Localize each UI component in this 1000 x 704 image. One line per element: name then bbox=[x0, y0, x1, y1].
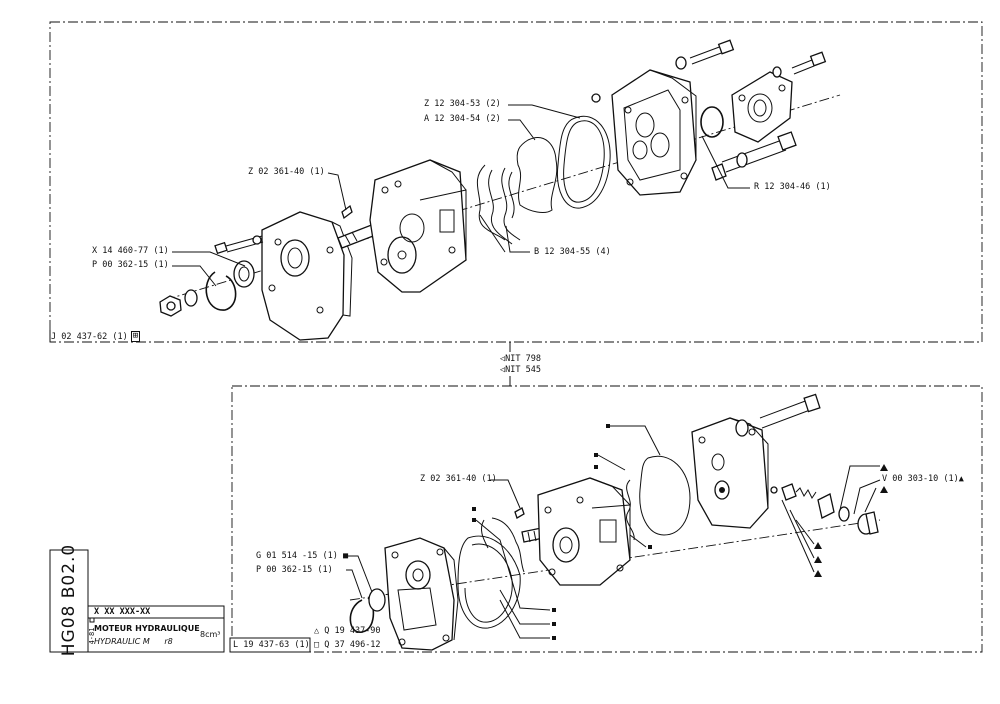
gasket-ring-lower bbox=[639, 455, 691, 536]
label-lower-v10: V 00 303-10 (1)▲ bbox=[882, 474, 964, 484]
label-upper-x77: X 14 460-77 (1) bbox=[92, 246, 169, 256]
bolt-long bbox=[711, 131, 797, 181]
label-upper-z53: Z 12 304-53 (2) bbox=[424, 99, 501, 109]
label-upper-z40: Z 02 361-40 (1) bbox=[248, 167, 325, 177]
key-lower bbox=[514, 507, 525, 519]
label-upper-r46: R 12 304-46 (1) bbox=[754, 182, 831, 192]
label-lower-z40: Z 02 361-40 (1) bbox=[420, 474, 497, 484]
washer bbox=[184, 289, 198, 307]
displacement: 8cm³ bbox=[200, 630, 221, 639]
triangle-markers bbox=[814, 464, 888, 577]
upper-frame-ref: J 02 437-62 (1) ⊞ bbox=[51, 331, 141, 342]
label-upper-a54: A 12 304-54 (2) bbox=[424, 114, 501, 124]
drawing-code: HG08 B02.0 bbox=[59, 543, 79, 657]
title-block bbox=[49, 549, 311, 653]
title-fr: MOTEUR HYDRAULIQUE bbox=[94, 624, 200, 633]
title-en-text: HYDRAULIC M bbox=[94, 637, 150, 646]
hex-nut bbox=[159, 295, 182, 317]
front-cover-upper bbox=[261, 211, 353, 341]
lock-washer bbox=[735, 419, 749, 437]
upper-frame bbox=[49, 21, 983, 343]
ball bbox=[591, 93, 601, 103]
bolt-top-left bbox=[675, 39, 735, 70]
label-lower-q12: □ Q 37 496-12 bbox=[314, 640, 381, 650]
seal-pieces-b bbox=[476, 164, 521, 245]
rear-cover-upper bbox=[611, 69, 697, 196]
snap-ring bbox=[205, 271, 237, 311]
triangle-outline-icon: △ bbox=[314, 626, 320, 636]
frame-ref-box-icon: ⊞ bbox=[130, 331, 141, 342]
title-en: HYDRAULIC M r8 bbox=[94, 637, 173, 646]
gear-housing-upper bbox=[369, 159, 467, 293]
square-markers bbox=[472, 424, 652, 640]
bolt-front bbox=[214, 235, 264, 255]
washer-lower bbox=[368, 588, 386, 612]
label-lower-q90: △ Q 19 437-90 bbox=[314, 626, 381, 636]
rear-cover-lower bbox=[691, 417, 769, 529]
o-ring-r bbox=[700, 106, 724, 138]
nit-798: ◁NIT 798 bbox=[500, 354, 541, 364]
gear-housing-lower bbox=[537, 477, 631, 586]
flange bbox=[731, 71, 793, 143]
label-lower-q12-text: Q 37 496-12 bbox=[324, 640, 381, 650]
front-cover-lower bbox=[384, 537, 459, 651]
label-lower-g15: G 01 514 -15 (1) ■ bbox=[256, 551, 349, 561]
square-outline-icon: □ bbox=[314, 640, 320, 650]
shaft-seal bbox=[233, 260, 255, 288]
lower-frame-ref: L 19 437-63 (1) bbox=[233, 640, 310, 650]
gasket-lower bbox=[457, 535, 521, 629]
label-upper-p15: P 00 362-15 (1) bbox=[92, 260, 169, 270]
upper-frame-ref-text: J 02 437-62 (1) bbox=[51, 331, 128, 342]
gasket-z bbox=[556, 115, 611, 209]
key bbox=[341, 204, 353, 220]
label-lower-q90-text: Q 19 437-90 bbox=[324, 626, 381, 636]
relief-valve-parts bbox=[770, 483, 879, 535]
lower-frame bbox=[231, 385, 983, 653]
seal-lower bbox=[491, 517, 525, 573]
gasket-a bbox=[516, 137, 558, 213]
label-upper-b55: B 12 304-55 (4) bbox=[534, 247, 611, 257]
nit-545: ◁NIT 545 bbox=[500, 365, 541, 375]
title-en-tail: r8 bbox=[164, 637, 173, 646]
bolt-long-lower bbox=[759, 393, 821, 429]
part-number-placeholder: X XX XXX-XX bbox=[94, 607, 151, 617]
label-lower-p15: P 00 362-15 (1) bbox=[256, 565, 333, 575]
bolt-top-right bbox=[772, 51, 827, 78]
